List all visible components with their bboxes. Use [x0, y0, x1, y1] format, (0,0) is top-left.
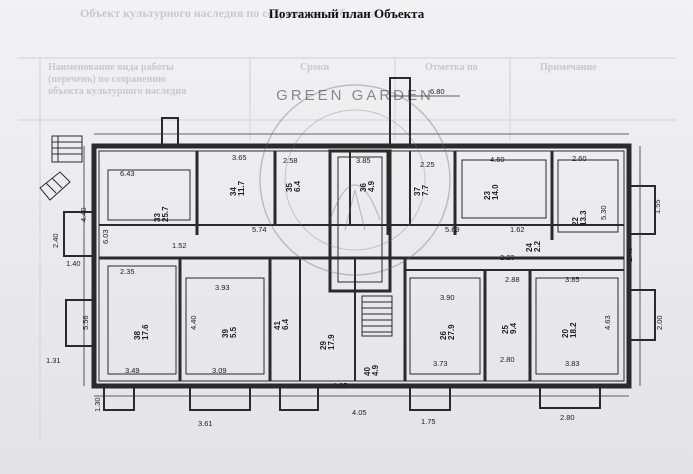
page-title: Поэтажный план Объекта [268, 6, 425, 21]
dim-top-5: 2.25 [420, 160, 435, 169]
room-24-area: 2.2 [533, 240, 542, 252]
room-41-area: 6.4 [281, 318, 290, 330]
room-36-area: 4.9 [367, 180, 376, 192]
dim-bot-7: 4.05 [352, 408, 367, 417]
room-20-area: 18.2 [569, 322, 578, 338]
dim-bot-6: 3.61 [198, 419, 213, 428]
room-39-area: 5.5 [229, 326, 238, 338]
bleed-through-text: Объект культурного наследия по сохранени… [80, 6, 380, 20]
room-37-num: 37 [413, 187, 422, 196]
dim-top-6: 4.60 [490, 155, 505, 164]
room-41-num: 41 [273, 321, 282, 330]
dim-right-2: 1.55 [653, 199, 662, 214]
dim-mid-10: 1.62 [510, 225, 525, 234]
room-26-area: 27.9 [447, 324, 456, 340]
watermark-text: GREEN GARDEN [276, 87, 434, 104]
room-25-num: 25 [501, 325, 510, 334]
dim-left-6: 2.40 [51, 233, 60, 248]
room-36-num: 36 [359, 183, 368, 192]
dim-left-4: 4.40 [189, 315, 198, 330]
room-34-num: 34 [229, 187, 238, 196]
bleed-through-col4: Отметка по [425, 62, 478, 73]
dim-mid-9: 2.23 [500, 253, 515, 262]
room-23-num: 23 [483, 191, 492, 200]
dim-bot-3: 3.73 [433, 359, 448, 368]
dim-left-1: 4.40 [79, 207, 88, 222]
dim-right-1: 5.30 [599, 205, 608, 220]
room-33-area: 25.7 [161, 206, 170, 222]
room-37-area: 7.7 [421, 184, 430, 196]
room-22-area: 13.3 [579, 210, 588, 226]
dim-mid-5: 2.88 [505, 275, 520, 284]
dim-top-2: 3.65 [232, 153, 247, 162]
dim-left-7: 1.31 [46, 356, 61, 365]
dim-left-3: 6.03 [101, 229, 110, 244]
dim-mid-2: 2.35 [120, 267, 135, 276]
dim-top-1: 6.43 [120, 169, 135, 178]
room-24-num: 24 [525, 243, 534, 252]
dim-mid-6: 3.85 [565, 275, 580, 284]
room-23-area: 14.0 [491, 184, 500, 200]
dim-mid-1: 1.52 [172, 241, 187, 250]
dim-bot-9: 1.75 [421, 417, 436, 426]
room-34-area: 11.7 [237, 180, 246, 196]
dim-right-3: 2.40 [625, 247, 634, 262]
dim-right-4: 4.63 [603, 315, 612, 330]
bleed-through-col3: Сроки [300, 62, 330, 73]
bleed-through-col2: Наименование вида работы (перечень) по с… [48, 62, 187, 97]
room-26-num: 26 [439, 331, 448, 340]
dim-left-8: 1.30 [93, 397, 102, 412]
room-38-num: 38 [133, 331, 142, 340]
dim-bot-10: 2.80 [560, 413, 575, 422]
dim-bot-4: 2.80 [500, 355, 515, 364]
room-39-num: 39 [221, 329, 230, 338]
dim-left-2: 5.56 [81, 315, 90, 330]
dim-mid-7: 5.74 [252, 225, 267, 234]
dim-top-4: 3.85 [356, 156, 371, 165]
dim-right-5: 2.00 [655, 315, 664, 330]
dim-bot-1: 3.49 [125, 366, 140, 375]
room-22-num: 22 [571, 217, 580, 226]
dim-left-5: 1.40 [66, 259, 81, 268]
bleed-through-col5: Примечание [540, 62, 597, 73]
room-40-num: 40 [363, 367, 372, 376]
dim-bot-5: 3.83 [565, 359, 580, 368]
room-40-area: 4.9 [371, 364, 380, 376]
room-25-area: 9.4 [509, 322, 518, 334]
dim-mid-3: 3.93 [215, 283, 230, 292]
room-29-num: 29 [319, 341, 328, 350]
dim-top-3: 2.58 [283, 156, 298, 165]
dim-mid-4: 3.90 [440, 293, 455, 302]
room-33-num: 33 [153, 213, 162, 222]
dim-top-8: 6.80 [430, 87, 445, 96]
dim-mid-8: 5.69 [445, 225, 460, 234]
dim-top-7: 2.60 [572, 154, 587, 163]
room-38-area: 17.6 [141, 324, 150, 340]
room-35-num: 35 [285, 183, 294, 192]
room-20-num: 20 [561, 329, 570, 338]
dim-bot-2: 3.09 [212, 366, 227, 375]
room-29-area: 17.9 [327, 334, 336, 350]
room-35-area: 6.4 [293, 180, 302, 192]
watermark-seal [259, 84, 451, 276]
dim-bot-8: 1.95 [333, 381, 348, 390]
